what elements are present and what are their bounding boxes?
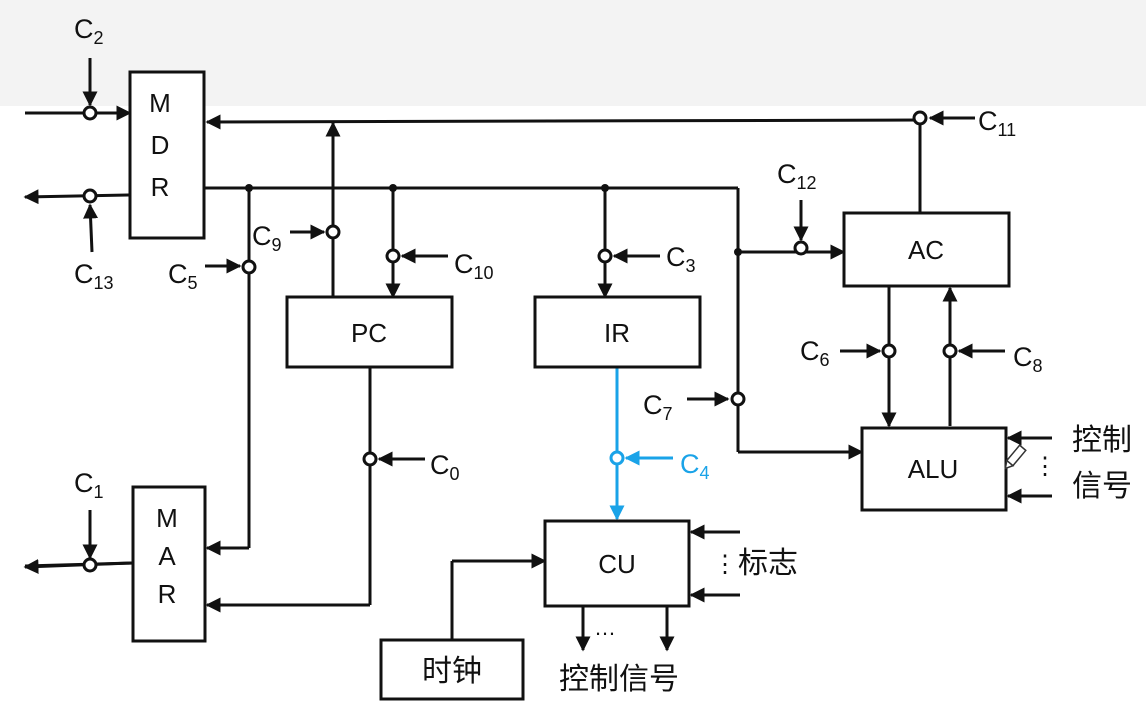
clock-label: 时钟 [422, 654, 482, 689]
ctrl-arrow-c13 [83, 203, 99, 253]
mdr-letter-r: R [151, 172, 170, 202]
ac-label: AC [908, 235, 944, 265]
flags-label: 标志 [738, 546, 798, 581]
junction-dots [245, 184, 742, 256]
flag-vdots: ⋮ [713, 551, 737, 578]
signal-c10-label: C10 [454, 249, 494, 283]
control-gates [82, 105, 958, 573]
wire-mar-to-mem [23, 559, 134, 574]
gate-c7 [730, 391, 746, 407]
pc-label: PC [351, 318, 387, 348]
gate-c13 [82, 188, 98, 204]
wires [23, 58, 1052, 652]
mar-letter-a: A [158, 541, 176, 571]
mar-letter-r: R [158, 579, 177, 609]
alu-control-signal-line1: 控制 [1072, 423, 1132, 458]
gate-c12 [793, 240, 809, 256]
wire-mdr-to-mem [23, 189, 131, 205]
gate-c6 [881, 343, 897, 359]
signal-c9-label: C9 [252, 221, 282, 255]
signal-c2-label: C2 [74, 14, 104, 48]
cu-box [543, 519, 691, 608]
wire-ir-to-cu-highlight [609, 368, 673, 521]
gate-c9 [325, 224, 341, 240]
mar-box [131, 485, 207, 643]
gate-c2 [82, 105, 98, 121]
ir-label: IR [604, 318, 630, 348]
junction-dot [389, 184, 397, 192]
gate-c5 [241, 259, 257, 275]
junction-dot [245, 184, 253, 192]
gate-c1 [82, 557, 98, 573]
signal-c6-label: C6 [800, 336, 830, 370]
cu-control-signal-label: 控制信号 [559, 662, 679, 697]
gate-c11 [912, 110, 928, 126]
signal-c13-label: C13 [74, 259, 114, 293]
junction-dot [734, 248, 742, 256]
signal-c3-label: C3 [666, 242, 696, 276]
signal-c0-label: C0 [430, 450, 460, 484]
junction-dot [601, 184, 609, 192]
ac-box [842, 211, 1011, 288]
pc-box [285, 295, 454, 369]
gate-c4 [609, 450, 625, 466]
gate-c3 [597, 248, 613, 264]
ir-box [533, 295, 702, 369]
mdr-letter-d: D [151, 130, 170, 160]
components [128, 70, 1011, 701]
alu-control-signal-line2: 信号 [1072, 469, 1132, 504]
mdr-letter-m: M [149, 88, 171, 118]
wire-ac-to-mdr [205, 114, 921, 130]
gate-c10 [385, 248, 401, 264]
signal-c8-label: C8 [1013, 342, 1043, 376]
signal-c1-label: C1 [74, 468, 104, 502]
cu-output-hdots: … [594, 615, 616, 640]
signal-c7-label: C7 [643, 390, 673, 424]
signal-c5-label: C5 [168, 259, 198, 293]
pen-cursor-icon [1004, 444, 1027, 470]
mdr-box [128, 70, 206, 240]
gate-c8 [942, 343, 958, 359]
mar-letter-m: M [156, 503, 178, 533]
alu-label: ALU [908, 454, 959, 484]
signal-c12-label: C12 [777, 159, 817, 193]
cu-label: CU [598, 549, 636, 579]
signal-c4-label: C4 [680, 449, 710, 483]
gate-c0 [362, 451, 378, 467]
clock-box [379, 638, 525, 701]
alu-ctrl-vdots: ⋮ [1033, 453, 1057, 480]
signal-c11-label: C11 [978, 106, 1016, 140]
